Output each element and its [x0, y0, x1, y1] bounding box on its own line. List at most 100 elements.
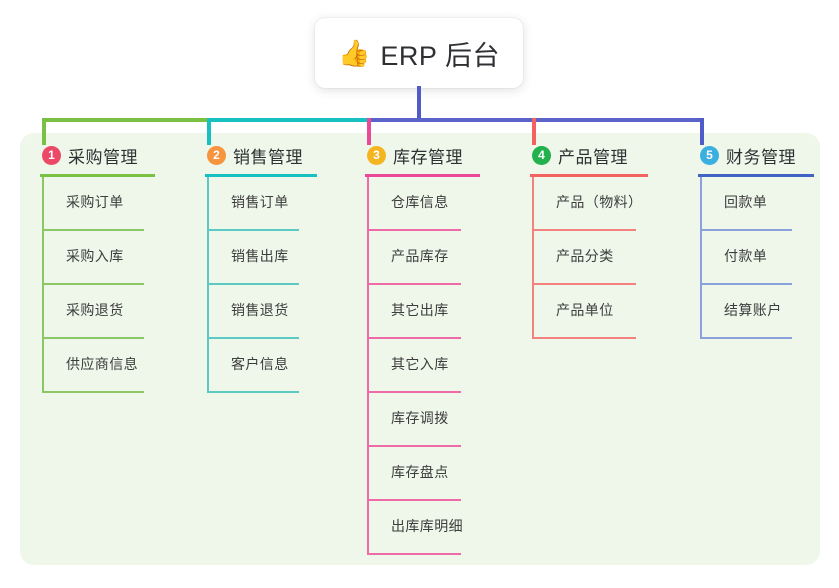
leaf-underline: [700, 283, 792, 285]
column-header-4[interactable]: 4 产品管理: [530, 143, 648, 167]
leaf-underline: [367, 229, 461, 231]
leaf-underline: [42, 229, 144, 231]
column-header-1[interactable]: 1 采购管理: [40, 143, 155, 167]
column-title: 库存管理: [393, 147, 463, 167]
column-库存管理: 3 库存管理仓库信息产品库存其它出库其它入库库存调拨库存盘点出库库明细: [365, 143, 480, 555]
leaf-list: 仓库信息产品库存其它出库其它入库库存调拨库存盘点出库库明细: [365, 177, 480, 555]
leaf-underline: [532, 283, 636, 285]
column-spine: [700, 177, 702, 339]
leaf-underline: [367, 337, 461, 339]
leaf-label: 结算账户: [724, 302, 782, 318]
column-title: 财务管理: [726, 147, 796, 167]
leaf-label: 库存盘点: [391, 464, 449, 480]
column-spine: [42, 177, 44, 393]
leaf-label: 采购入库: [66, 248, 124, 264]
leaf-label: 产品单位: [556, 302, 614, 318]
leaf-label: 回款单: [724, 194, 768, 210]
drop-stub-1: [42, 118, 46, 145]
column-财务管理: 5 财务管理回款单付款单结算账户: [698, 143, 814, 339]
leaf-list: 销售订单销售出库销售退货客户信息: [205, 177, 317, 393]
leaf-label: 采购订单: [66, 194, 124, 210]
drop-stub-2: [207, 118, 211, 145]
column-title: 产品管理: [558, 147, 628, 167]
leaf-item[interactable]: 销售出库: [205, 231, 317, 285]
leaf-label: 销售退货: [231, 302, 289, 318]
leaf-item[interactable]: 库存盘点: [365, 447, 480, 501]
column-采购管理: 1 采购管理采购订单采购入库采购退货供应商信息: [40, 143, 155, 393]
leaf-item[interactable]: 库存调拨: [365, 393, 480, 447]
leaf-item[interactable]: 销售订单: [205, 177, 317, 231]
leaf-item[interactable]: 采购订单: [40, 177, 155, 231]
column-title: 销售管理: [233, 147, 303, 167]
column-badge: 3: [367, 145, 386, 165]
drop-stub-3: [367, 118, 371, 145]
leaf-item[interactable]: 供应商信息: [40, 339, 155, 393]
leaf-label: 其它出库: [391, 302, 449, 318]
leaf-label: 仓库信息: [391, 194, 449, 210]
column-underline: [530, 174, 648, 177]
leaf-underline: [367, 391, 461, 393]
bus-segment-1: [42, 118, 211, 122]
drop-stub-5: [700, 118, 704, 145]
column-badge: 1: [42, 145, 61, 165]
column-header-5[interactable]: 5 财务管理: [698, 143, 814, 167]
leaf-underline: [42, 391, 144, 393]
column-产品管理: 4 产品管理产品（物料） 产品分类产品单位: [530, 143, 648, 339]
leaf-underline: [42, 337, 144, 339]
column-underline: [698, 174, 814, 177]
leaf-underline: [207, 391, 299, 393]
leaf-label: 产品（物料）: [556, 194, 643, 210]
leaf-label: 客户信息: [231, 356, 289, 372]
leaf-underline: [367, 445, 461, 447]
leaf-item[interactable]: 仓库信息: [365, 177, 480, 231]
leaf-label: 付款单: [724, 248, 768, 264]
column-underline: [205, 174, 317, 177]
leaf-underline: [207, 229, 299, 231]
leaf-item[interactable]: 客户信息: [205, 339, 317, 393]
leaf-item[interactable]: 其它入库: [365, 339, 480, 393]
diagram-panel: [20, 133, 820, 565]
leaf-label: 销售出库: [231, 248, 289, 264]
leaf-item[interactable]: 回款单: [698, 177, 814, 231]
leaf-item[interactable]: 产品分类: [530, 231, 648, 285]
leaf-label: 其它入库: [391, 356, 449, 372]
column-spine: [532, 177, 534, 339]
column-badge: 4: [532, 145, 551, 165]
leaf-label: 销售订单: [231, 194, 289, 210]
leaf-underline: [207, 283, 299, 285]
leaf-underline: [207, 337, 299, 339]
leaf-item[interactable]: 结算账户: [698, 285, 814, 339]
thumbs-up-icon: 👍: [338, 38, 371, 68]
column-badge: 5: [700, 145, 719, 165]
leaf-item[interactable]: 出库库明细: [365, 501, 480, 555]
leaf-underline: [367, 553, 461, 555]
leaf-label: 产品库存: [391, 248, 449, 264]
column-header-3[interactable]: 3 库存管理: [365, 143, 480, 167]
leaf-item[interactable]: 产品单位: [530, 285, 648, 339]
leaf-item[interactable]: 采购退货: [40, 285, 155, 339]
leaf-item[interactable]: 付款单: [698, 231, 814, 285]
leaf-label: 产品分类: [556, 248, 614, 264]
column-spine: [367, 177, 369, 555]
leaf-underline: [42, 283, 144, 285]
column-title: 采购管理: [68, 147, 138, 167]
leaf-underline: [532, 337, 636, 339]
root-title: ERP 后台: [380, 40, 500, 71]
drop-stub-4: [532, 118, 536, 145]
leaf-item[interactable]: 采购入库: [40, 231, 155, 285]
leaf-label: 库存调拨: [391, 410, 449, 426]
leaf-item[interactable]: 产品（物料）: [530, 177, 648, 231]
root-trunk-line: [417, 86, 421, 122]
leaf-item[interactable]: 其它出库: [365, 285, 480, 339]
leaf-underline: [700, 229, 792, 231]
leaf-underline: [367, 499, 461, 501]
root-node[interactable]: 👍 ERP 后台: [315, 18, 523, 88]
leaf-item[interactable]: 销售退货: [205, 285, 317, 339]
bus-segment-2: [207, 118, 371, 122]
leaf-label: 采购退货: [66, 302, 124, 318]
leaf-item[interactable]: 产品库存: [365, 231, 480, 285]
leaf-list: 采购订单采购入库采购退货供应商信息: [40, 177, 155, 393]
leaf-underline: [700, 337, 792, 339]
